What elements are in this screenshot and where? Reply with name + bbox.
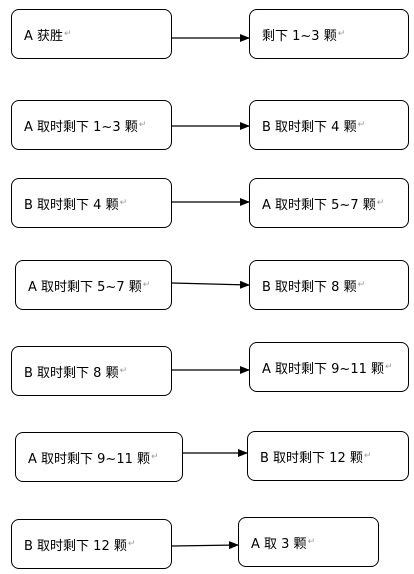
left-box-1-label: A 获胜 bbox=[24, 28, 64, 44]
right-box-2: B 取时剩下 4 颗↵ bbox=[249, 100, 409, 150]
right-box-5-label: A 取时剩下 9~11 颗 bbox=[262, 361, 384, 377]
right-box-3-label: A 取时剩下 5~7 颗 bbox=[262, 197, 376, 213]
left-box-3: B 取时剩下 4 颗↵ bbox=[11, 178, 172, 228]
left-box-6: A 取时剩下 9~11 颗↵ bbox=[15, 432, 183, 482]
left-box-3-label: B 取时剩下 4 颗 bbox=[24, 197, 119, 213]
paragraph-mark: ↵ bbox=[119, 366, 128, 376]
arrow-4 bbox=[171, 280, 250, 289]
right-box-7: A 取 3 颗↵ bbox=[238, 517, 379, 567]
right-box-4-label: B 取时剩下 8 颗 bbox=[262, 279, 357, 295]
left-box-5-label: B 取时剩下 8 颗 bbox=[24, 365, 119, 381]
right-box-6-label: B 取时剩下 12 颗 bbox=[260, 450, 363, 466]
right-box-3: A 取时剩下 5~7 颗↵ bbox=[249, 178, 409, 228]
paragraph-mark: ↵ bbox=[363, 451, 372, 461]
right-box-7-label: A 取 3 颗 bbox=[251, 536, 307, 552]
paragraph-mark: ↵ bbox=[357, 280, 366, 290]
left-box-2: A 取时剩下 1~3 颗↵ bbox=[11, 100, 172, 150]
left-box-4-label: A 取时剩下 5~7 颗 bbox=[28, 279, 142, 295]
left-box-4: A 取时剩下 5~7 颗↵ bbox=[15, 260, 172, 310]
paragraph-mark: ↵ bbox=[357, 120, 366, 130]
left-box-6-label: A 取时剩下 9~11 颗 bbox=[28, 451, 150, 467]
left-box-2-label: A 取时剩下 1~3 颗 bbox=[24, 119, 138, 135]
left-box-1: A 获胜↵ bbox=[11, 9, 172, 59]
paragraph-mark: ↵ bbox=[376, 198, 385, 208]
left-box-5: B 取时剩下 8 颗↵ bbox=[11, 346, 172, 396]
paragraph-mark: ↵ bbox=[138, 120, 147, 130]
paragraph-mark: ↵ bbox=[151, 452, 159, 462]
arrow-7 bbox=[171, 541, 239, 550]
left-box-7: B 取时剩下 12 颗↵ bbox=[11, 519, 172, 569]
right-box-1: 剩下 1~3 颗↵ bbox=[249, 9, 409, 59]
paragraph-mark: ↵ bbox=[337, 29, 346, 39]
left-box-7-label: B 取时剩下 12 颗 bbox=[24, 538, 127, 554]
right-box-2-label: B 取时剩下 4 颗 bbox=[262, 119, 357, 135]
paragraph-mark: ↵ bbox=[142, 280, 151, 290]
paragraph-mark: ↵ bbox=[127, 539, 136, 549]
paragraph-mark: ↵ bbox=[119, 198, 128, 208]
right-box-1-label: 剩下 1~3 颗 bbox=[262, 28, 337, 44]
right-box-4: B 取时剩下 8 颗↵ bbox=[249, 260, 409, 310]
right-box-6: B 取时剩下 12 颗↵ bbox=[247, 431, 409, 481]
right-box-5: A 取时剩下 9~11 颗↵ bbox=[249, 342, 409, 392]
paragraph-mark: ↵ bbox=[307, 537, 316, 547]
paragraph-mark: ↵ bbox=[64, 29, 72, 39]
paragraph-mark: ↵ bbox=[385, 362, 393, 372]
